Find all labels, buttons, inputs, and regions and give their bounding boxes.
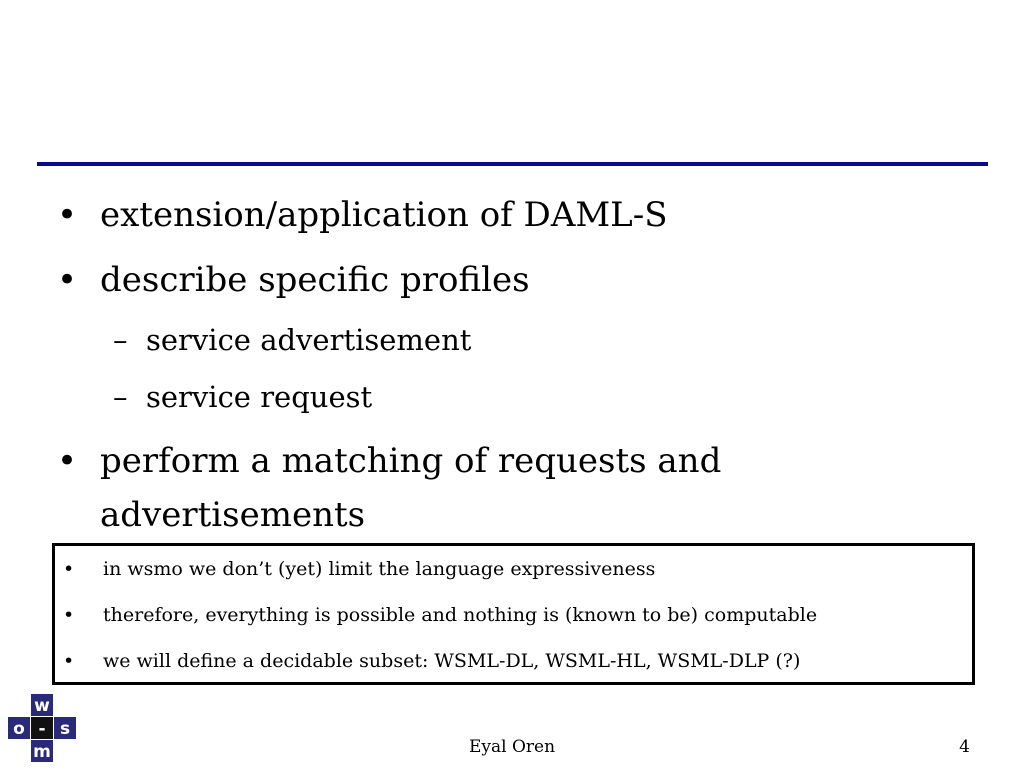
sub-bullet-text: service request [146,380,373,414]
bullet-text: advertisements [100,495,366,535]
sub-bullet-marker: – [113,380,128,414]
bullet-marker: • [57,260,78,300]
logo-letter: m [33,742,51,762]
footer-author: Eyal Oren [468,737,556,757]
bullet-text: perform a matching of requests and [100,441,722,481]
page-number: 4 [959,737,970,757]
note-text: in wsmo we don’t (yet) limit the languag… [103,558,656,580]
logo-letter: o [13,719,25,739]
bullet-list: • extension/application of DAML-S • desc… [57,195,722,535]
notes-box: • in wsmo we don’t (yet) limit the langu… [52,543,975,685]
bullet-text: extension/application of DAML-S [100,195,668,235]
note-marker: • [63,604,75,626]
logo-letter: w [34,696,50,716]
note-marker: • [63,650,75,672]
bullet-marker: • [57,195,78,235]
sub-bullet-marker: – [113,323,128,357]
note-text: we will define a decidable subset: WSML-… [103,650,801,672]
bullet-text: describe specific profiles [100,260,530,300]
note-marker: • [63,558,75,580]
logo-center: - [38,719,45,739]
title-divider [37,162,988,166]
logo-letter: s [60,719,70,739]
wsmo-logo: w s m o - [8,694,76,762]
bullet-marker: • [57,441,78,481]
note-text: therefore, everything is possible and no… [103,604,818,626]
sub-bullet-text: service advertisement [146,323,472,357]
